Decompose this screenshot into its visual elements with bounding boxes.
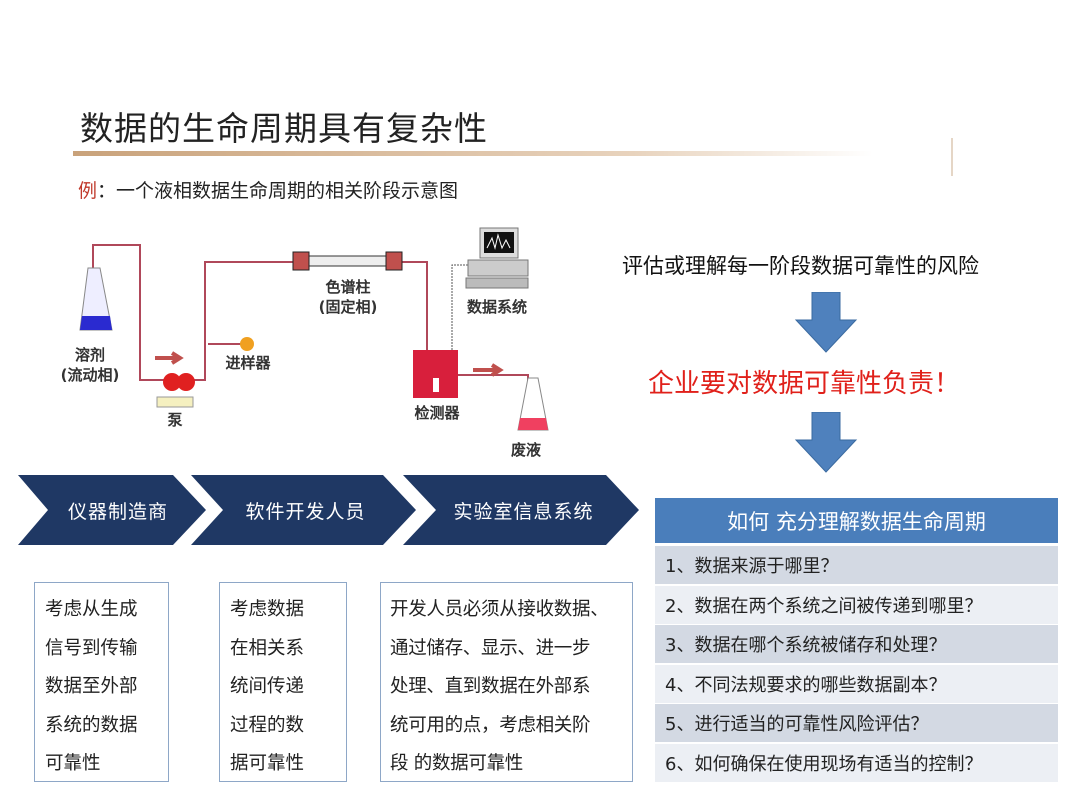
stage-desc-instrument: 考虑从生成 信号到传输 数据至外部 系统的数据 可靠性 — [34, 582, 169, 782]
table-row: 6、如何确保在使用现场有适当的控制？ — [655, 743, 1058, 782]
table-row: 3、数据在哪个系统被储存和处理？ — [655, 625, 1058, 663]
title-underline — [73, 151, 873, 156]
label-solvent: 溶剂 — [75, 346, 105, 364]
solvent-flask-icon — [79, 267, 113, 331]
flow-arrow-icon — [473, 363, 504, 377]
stage-desc-lims: 开发人员必须从接收数据、 通过储存、显示、进一步 处理、直到数据在外部系 统可用… — [380, 582, 633, 782]
pump-icon — [156, 373, 195, 408]
hplc-diagram: 溶剂 (流动相) 泵 进样器 色谱柱 (固定相) 数据系统 检测器 废液 — [61, 227, 549, 459]
lifecycle-questions-table: 如何 充分理解数据生命周期 1、数据来源于哪里？ 2、数据在两个系统之间被传递到… — [655, 498, 1058, 783]
label-mobile-phase: (流动相) — [61, 366, 120, 384]
table-header: 如何 充分理解数据生命周期 — [655, 498, 1058, 543]
label-data-system: 数据系统 — [467, 298, 527, 316]
label-injector: 进样器 — [225, 354, 271, 372]
flow-arrow-icon — [155, 351, 184, 365]
down-arrow-icon — [794, 292, 858, 353]
table-row: 1、数据来源于哪里？ — [655, 546, 1058, 584]
table-row: 5、进行适当的可靠性风险评估？ — [655, 704, 1058, 742]
stage-instrument-manufacturer: 仪器制造商 — [67, 500, 168, 523]
injector-icon — [240, 337, 254, 351]
divider — [951, 138, 953, 176]
stage-chevrons — [18, 475, 639, 545]
label-stationary-phase: (固定相) — [319, 298, 378, 316]
down-arrow-icon — [794, 412, 858, 473]
column-icon — [292, 251, 403, 271]
page-title: 数据的生命周期具有复杂性 — [80, 109, 488, 148]
waste-flask-icon — [517, 377, 549, 431]
computer-icon — [465, 227, 529, 289]
subtitle-text: ：一个液相数据生命周期的相关阶段示意图 — [97, 180, 459, 202]
stage-desc-software: 考虑数据 在相关系 统间传递 过程的数 据可靠性 — [219, 582, 347, 782]
table-row: 4、不同法规要求的哪些数据副本？ — [655, 664, 1058, 703]
detector-icon — [413, 350, 458, 398]
label-detector: 检测器 — [414, 404, 460, 422]
label-column: 色谱柱 — [325, 278, 370, 296]
label-pump: 泵 — [167, 411, 182, 429]
subtitle: 例：一个液相数据生命周期的相关阶段示意图 — [78, 176, 458, 203]
stage-lims: 实验室信息系统 — [453, 500, 594, 523]
table-row: 2、数据在两个系统之间被传递到哪里？ — [655, 585, 1058, 624]
risk-text: 评估或理解每一阶段数据可靠性的风险 — [622, 254, 979, 278]
stage-software-developer: 软件开发人员 — [245, 500, 366, 523]
label-waste: 废液 — [511, 441, 542, 459]
responsibility-text: 企业要对数据可靠性负责！ — [648, 369, 961, 399]
example-prefix: 例 — [78, 180, 98, 202]
